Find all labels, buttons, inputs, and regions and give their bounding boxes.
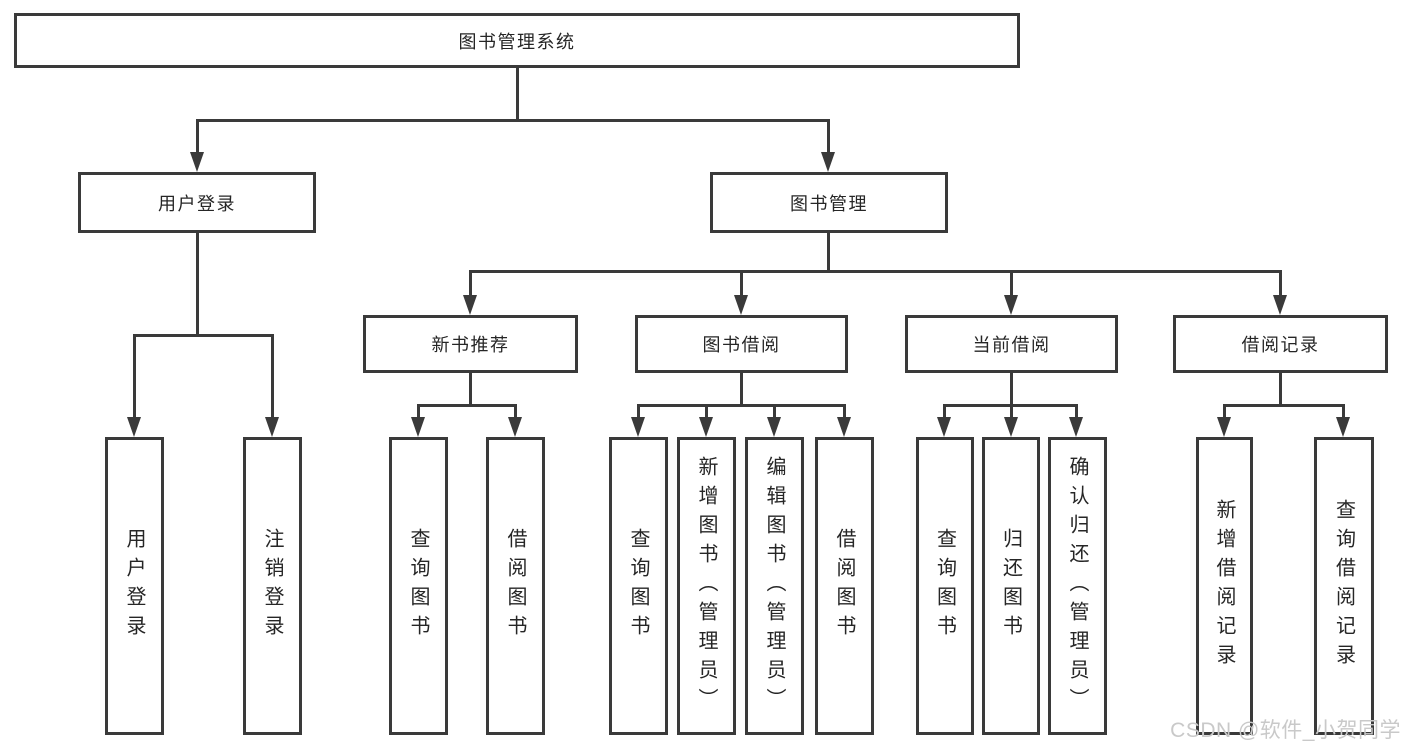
connector-line <box>1342 404 1345 419</box>
node-label: 新增图书（管理员） <box>695 455 717 717</box>
connector-line <box>740 270 743 297</box>
node-label: 确认归还（管理员） <box>1066 455 1088 717</box>
leaf-query-borrow-record: 查询借阅记录 <box>1314 437 1374 735</box>
connector-line <box>827 233 830 271</box>
connector-line <box>1010 373 1013 405</box>
connector-line <box>1279 373 1282 405</box>
leaf-query-books-current: 查询图书 <box>916 437 974 735</box>
node-label: 借阅图书 <box>504 528 526 644</box>
connector-line <box>1010 404 1013 419</box>
leaf-query-books-borrow: 查询图书 <box>609 437 668 735</box>
csdn-watermark: CSDN @软件_小贺同学 <box>1170 719 1401 742</box>
node-label: 查询图书 <box>407 528 429 644</box>
connector-line <box>133 334 136 419</box>
connector-line <box>469 270 472 297</box>
connector-line <box>827 119 830 155</box>
connector-line <box>196 233 199 335</box>
connector-line <box>1279 270 1282 297</box>
connector-arrowhead <box>1217 417 1231 437</box>
node-label: 新增借阅记录 <box>1213 499 1235 673</box>
connector-arrowhead <box>127 417 141 437</box>
connector-arrowhead <box>463 295 477 315</box>
node-label: 归还图书 <box>999 528 1022 644</box>
connector-line <box>943 404 946 419</box>
connector-line <box>417 404 517 407</box>
node-label: 图书管理 <box>790 193 868 214</box>
node-current-borrow: 当前借阅 <box>905 315 1118 373</box>
connector-arrowhead <box>699 417 713 437</box>
connector-arrowhead <box>837 417 851 437</box>
connector-arrowhead <box>411 417 425 437</box>
node-label: 新书推荐 <box>431 335 510 355</box>
connector-arrowhead <box>1069 417 1083 437</box>
connector-arrowhead <box>821 152 835 172</box>
connector-line <box>637 404 844 407</box>
connector-line <box>1010 270 1013 297</box>
node-borrow-records: 借阅记录 <box>1173 315 1388 373</box>
connector-line <box>133 334 274 337</box>
node-label: 用户登录 <box>123 528 145 644</box>
connector-line <box>469 270 1281 273</box>
leaf-edit-books-admin: 编辑图书（管理员） <box>745 437 804 735</box>
node-label: 当前借阅 <box>972 335 1051 355</box>
node-label: 编辑图书（管理员） <box>763 455 785 717</box>
node-label: 用户登录 <box>158 193 236 214</box>
connector-line <box>843 404 846 419</box>
connector-arrowhead <box>1273 295 1287 315</box>
leaf-borrow-books: 借阅图书 <box>815 437 874 735</box>
leaf-confirm-return-admin: 确认归还（管理员） <box>1048 437 1107 735</box>
leaf-user-login: 用户登录 <box>105 437 164 735</box>
node-label: 查询图书 <box>627 528 649 644</box>
node-library-system: 图书管理系统 <box>14 13 1020 68</box>
node-label: 图书借阅 <box>702 335 781 355</box>
connector-line <box>417 404 420 419</box>
connector-line <box>773 404 776 419</box>
node-book-borrow: 图书借阅 <box>635 315 848 373</box>
node-user-login: 用户登录 <box>78 172 316 233</box>
connector-arrowhead <box>734 295 748 315</box>
node-label: 查询图书 <box>933 528 956 644</box>
connector-line <box>196 119 830 122</box>
connector-arrowhead <box>1336 417 1350 437</box>
leaf-borrow-books-recommend: 借阅图书 <box>486 437 545 735</box>
node-label: 借阅图书 <box>833 528 855 644</box>
connector-line <box>1223 404 1344 407</box>
connector-line <box>705 404 708 419</box>
connector-arrowhead <box>937 417 951 437</box>
connector-line <box>516 68 519 120</box>
connector-line <box>1075 404 1078 419</box>
node-label: 图书管理系统 <box>458 31 576 52</box>
connector-line <box>514 404 517 419</box>
node-label: 借阅记录 <box>1241 335 1320 355</box>
leaf-add-books-admin: 新增图书（管理员） <box>677 437 736 735</box>
leaf-logout: 注销登录 <box>243 437 302 735</box>
connector-arrowhead <box>508 417 522 437</box>
connector-line <box>740 373 743 405</box>
node-label: 查询借阅记录 <box>1332 499 1355 673</box>
connector-arrowhead <box>190 152 204 172</box>
connector-arrowhead <box>265 417 279 437</box>
node-label: 注销登录 <box>261 528 283 644</box>
leaf-query-books-recommend: 查询图书 <box>389 437 448 735</box>
connector-arrowhead <box>1004 417 1018 437</box>
connector-line <box>469 373 472 405</box>
connector-line <box>637 404 640 419</box>
leaf-return-books: 归还图书 <box>982 437 1040 735</box>
node-new-book-recommend: 新书推荐 <box>363 315 578 373</box>
connector-arrowhead <box>767 417 781 437</box>
connector-arrowhead <box>1004 295 1018 315</box>
connector-line <box>1223 404 1226 419</box>
connector-line <box>271 334 274 419</box>
leaf-add-borrow-record: 新增借阅记录 <box>1196 437 1253 735</box>
connector-line <box>196 119 199 155</box>
node-book-management: 图书管理 <box>710 172 948 233</box>
connector-arrowhead <box>631 417 645 437</box>
